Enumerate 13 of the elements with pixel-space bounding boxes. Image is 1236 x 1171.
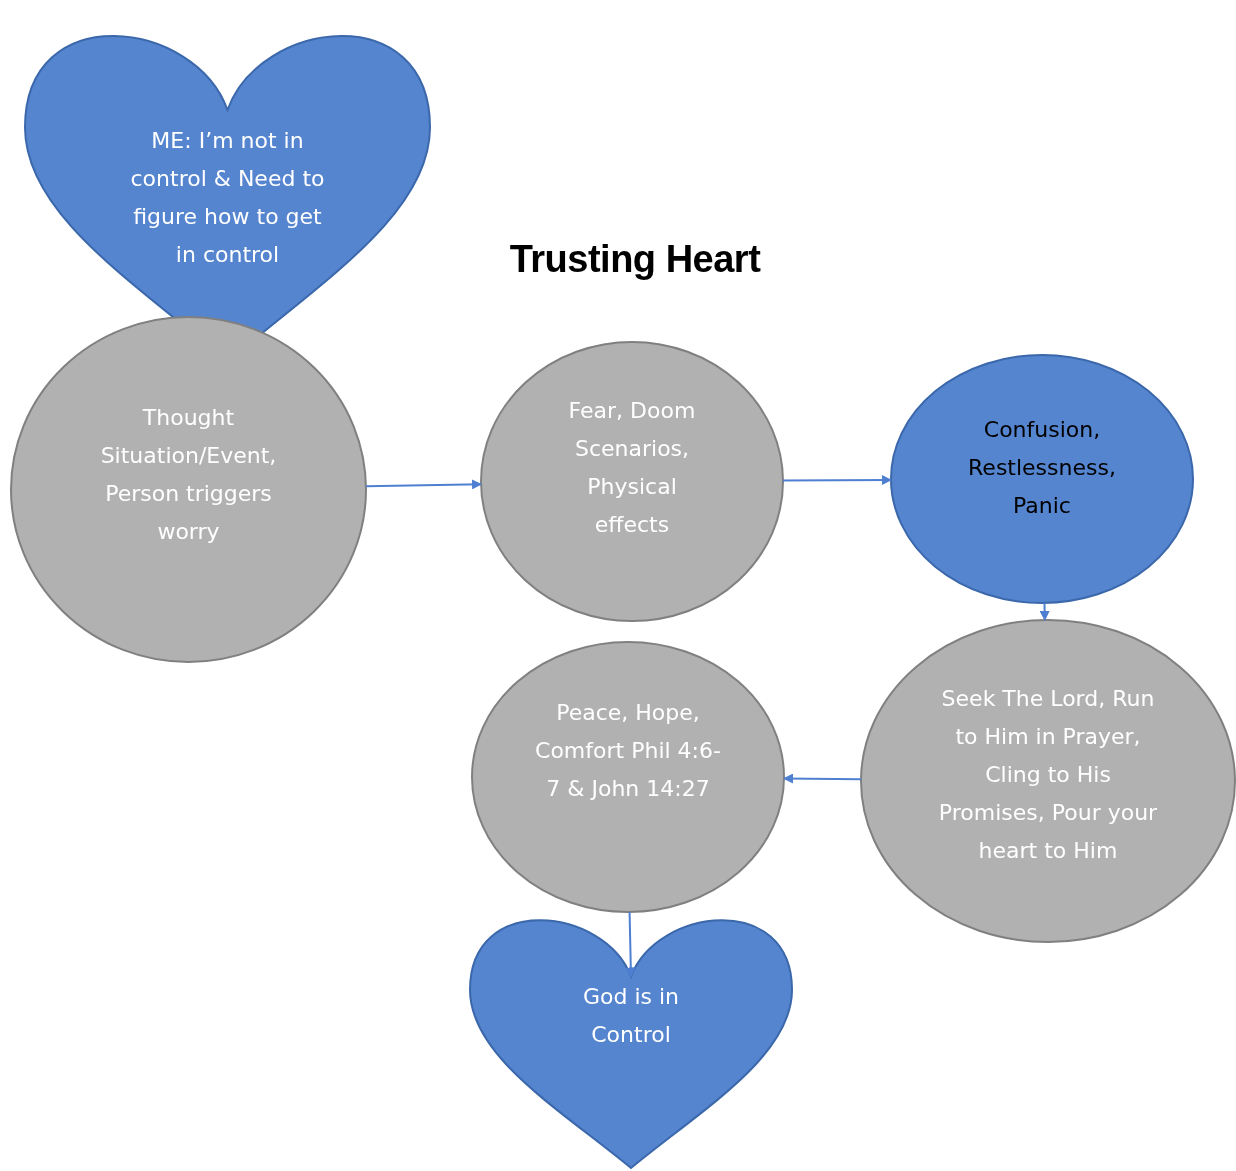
- node-text: Seek The Lord, Run to Him in Prayer, Cling to His Promises, Pour your heart to Him: [937, 685, 1159, 865]
- arrow: [364, 479, 483, 490]
- arrow: [625, 911, 636, 978]
- node-text: Peace, Hope, Comfort Phil 4:6-7 & John 14:27: [534, 699, 722, 803]
- node-text: Thought Situation/Event, Person triggers worry: [99, 404, 278, 546]
- node-text: ME: I’m not in control & Need to figure how to get in control: [129, 127, 326, 269]
- node-text: Fear, Doom Scenarios, Physical effects: [567, 397, 697, 539]
- arrow: [783, 773, 862, 784]
- diagram-title: Trusting Heart: [508, 238, 762, 281]
- node-text: God is in Control: [581, 983, 681, 1049]
- node-text: Confusion, Restlessness, Panic: [967, 416, 1117, 520]
- arrow: [782, 475, 892, 485]
- arrow: [1039, 602, 1050, 621]
